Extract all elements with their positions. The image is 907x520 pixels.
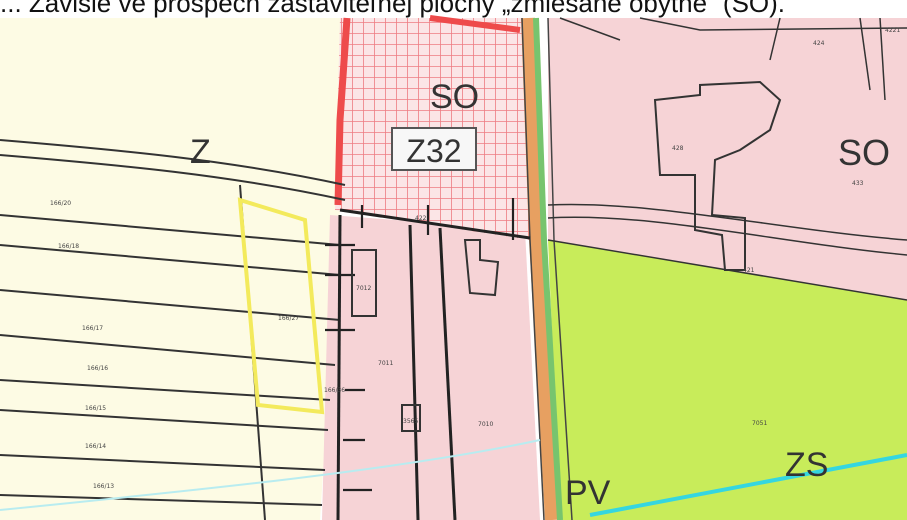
zone-label-so-top: SO [430, 78, 479, 116]
parcel-number: 166/18 [58, 243, 79, 250]
parcel-number: 4221 [885, 27, 900, 34]
parcel-number: 421 [743, 267, 755, 274]
water-line-faint [0, 439, 541, 511]
parcel-number: 166/20 [50, 200, 71, 207]
parcel-number: 3565 [403, 418, 418, 425]
parcel-number: 166/36 [324, 387, 345, 394]
parcel-number: 7010 [478, 421, 493, 428]
parcel-number: 166/13 [93, 483, 114, 490]
building-3565 [401, 404, 421, 432]
parcel-number: 433 [852, 180, 864, 187]
z32-label-box [391, 127, 477, 171]
parcel-number: 7051 [752, 420, 767, 427]
tick-marks [325, 198, 515, 492]
building-7012 [351, 249, 377, 317]
building-outline-right [653, 80, 782, 271]
zone-label-so-right: SO [838, 132, 890, 173]
road-edge-left [521, 17, 545, 520]
water-line-cyan [589, 453, 907, 517]
zone-label-pv: PV [565, 474, 611, 512]
parcel-lines-so-left [336, 208, 531, 520]
parcel-number: 166/15 [85, 405, 106, 412]
road-orange-strip [521, 17, 559, 520]
parcel-number: 166/27 [278, 315, 299, 322]
parcel-number: 428 [672, 145, 684, 152]
parcel-number: 7012 [356, 285, 371, 292]
zone-z-area [0, 18, 345, 520]
z32-red-border [334, 17, 351, 206]
z32-red-border-top [429, 15, 521, 33]
highlighted-parcel [237, 197, 325, 415]
building-7011 [463, 239, 500, 297]
parcel-number: 7011 [378, 360, 393, 367]
caption-text: ... Závisle ve prospech zastaviteľnej pl… [0, 0, 786, 18]
parcel-number: 422 [415, 215, 427, 222]
zone-so-left-area [322, 215, 540, 520]
parcel-number: 166/14 [85, 443, 106, 450]
zone-zs-area [548, 240, 907, 520]
parcel-number: 166/17 [82, 325, 103, 332]
parcel-number: 166/16 [87, 365, 108, 372]
zone-label-zs: ZS [785, 446, 828, 484]
road-green-strip [533, 17, 563, 520]
z32-label: Z32 [406, 133, 461, 169]
parcel-numbers: 166/20 166/18 166/17 166/16 166/15 166/1… [50, 27, 900, 490]
parcel-number: 424 [813, 40, 825, 47]
road-edge-right [547, 17, 573, 520]
zone-label-z: Z [190, 133, 211, 171]
